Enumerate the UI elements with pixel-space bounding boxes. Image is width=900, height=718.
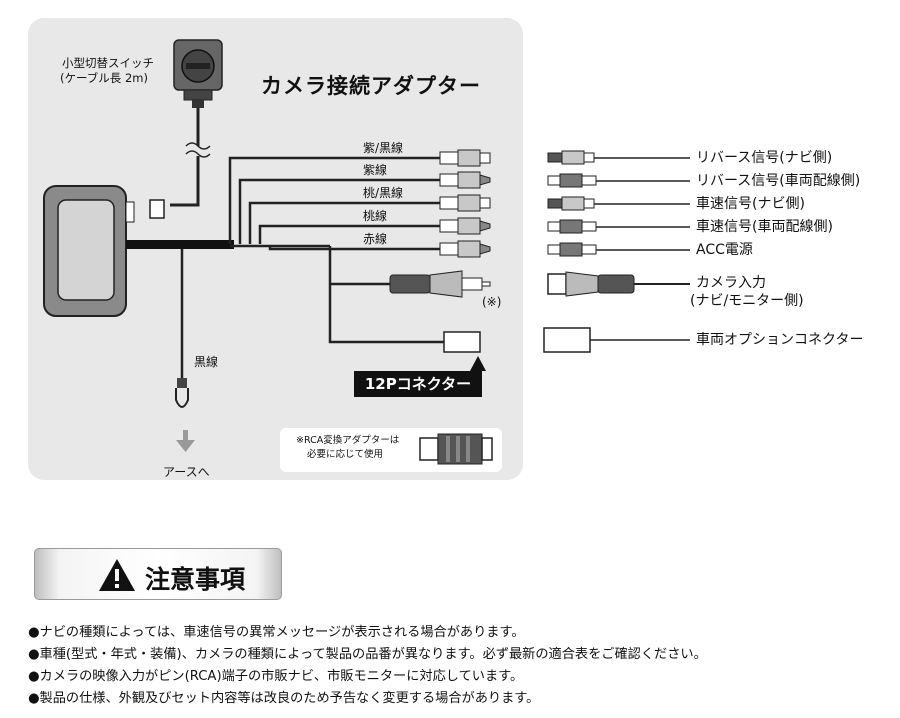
rca-adapter-note-line2: 必要に応じて使用 [307,449,384,460]
wire-label-red: 赤線 [363,232,388,246]
ground-label: アースへ [163,465,210,479]
label-speed-vehicle: 車速信号(車両配線側) [696,219,833,235]
diagram-title: カメラ接続アダプター [261,74,481,98]
connector-red [439,240,491,258]
connector-12p-label: 12Pコネクター [354,371,482,397]
rca-adapter-note-line1: ※RCA変換アダプターは [296,435,400,446]
label-reverse-nav: リバース信号(ナビ側) [696,150,833,166]
connector-pink-black [439,194,491,212]
down-arrow-icon [176,430,195,452]
wire-label-purple-black: 紫/黒線 [363,141,404,155]
caution-note: ●カメラの映像入力がピン(RCA)端子の市販ナビ、市販モニターに対応しています。 [28,669,524,684]
caution-title: 注意事項 [145,565,246,594]
ground-wire-label: 黒線 [194,355,219,369]
switch-icon [173,39,223,108]
rca-adapter-icon [419,433,493,465]
ground-terminal-icon [175,378,189,408]
caution-note: ●ナビの種類によっては、車速信号の異常メッセージが表示される場合があります。 [28,625,525,640]
switch-cable-length: (ケーブル長 2m) [60,71,148,85]
caution-header: 注意事項 [34,548,282,600]
label-camera-input: カメラ入力 [696,275,766,291]
12p-connector-icon [443,331,481,353]
connector-purple [439,171,491,189]
wire-label-purple: 紫線 [363,163,388,177]
adapter-box [43,185,135,317]
label-camera-input-side: (ナビ/モニター側) [690,293,804,309]
label-option-connector: 車両オプションコネクター [696,332,864,348]
switch-label: 小型切替スイッチ [62,56,154,70]
caution-note: ●車種(型式・年式・装備)、カメラの種類によって製品の品番が異なります。必ず最新… [28,647,707,662]
wire-label-pink: 桃線 [363,209,388,223]
label-acc: ACC電源 [696,242,753,258]
caution-notes: ●ナビの種類によっては、車速信号の異常メッセージが表示される場合があります。 ●… [28,622,707,710]
wire-label-pink-black: 桃/黒線 [363,186,404,200]
connector-purple-black [439,149,491,167]
label-speed-nav: 車速信号(ナビ側) [696,196,805,212]
legend-connectors [543,150,690,353]
caution-note: ●製品の仕様、外観及びセット内容等は改良のため予告なく変更する場合があります。 [28,691,540,706]
label-reverse-vehicle: リバース信号(車両配線側) [696,173,861,189]
rca-plug-icon [389,270,491,298]
warning-icon [99,559,135,591]
rca-note-mark: (※) [482,295,502,309]
connector-pink [439,217,491,235]
